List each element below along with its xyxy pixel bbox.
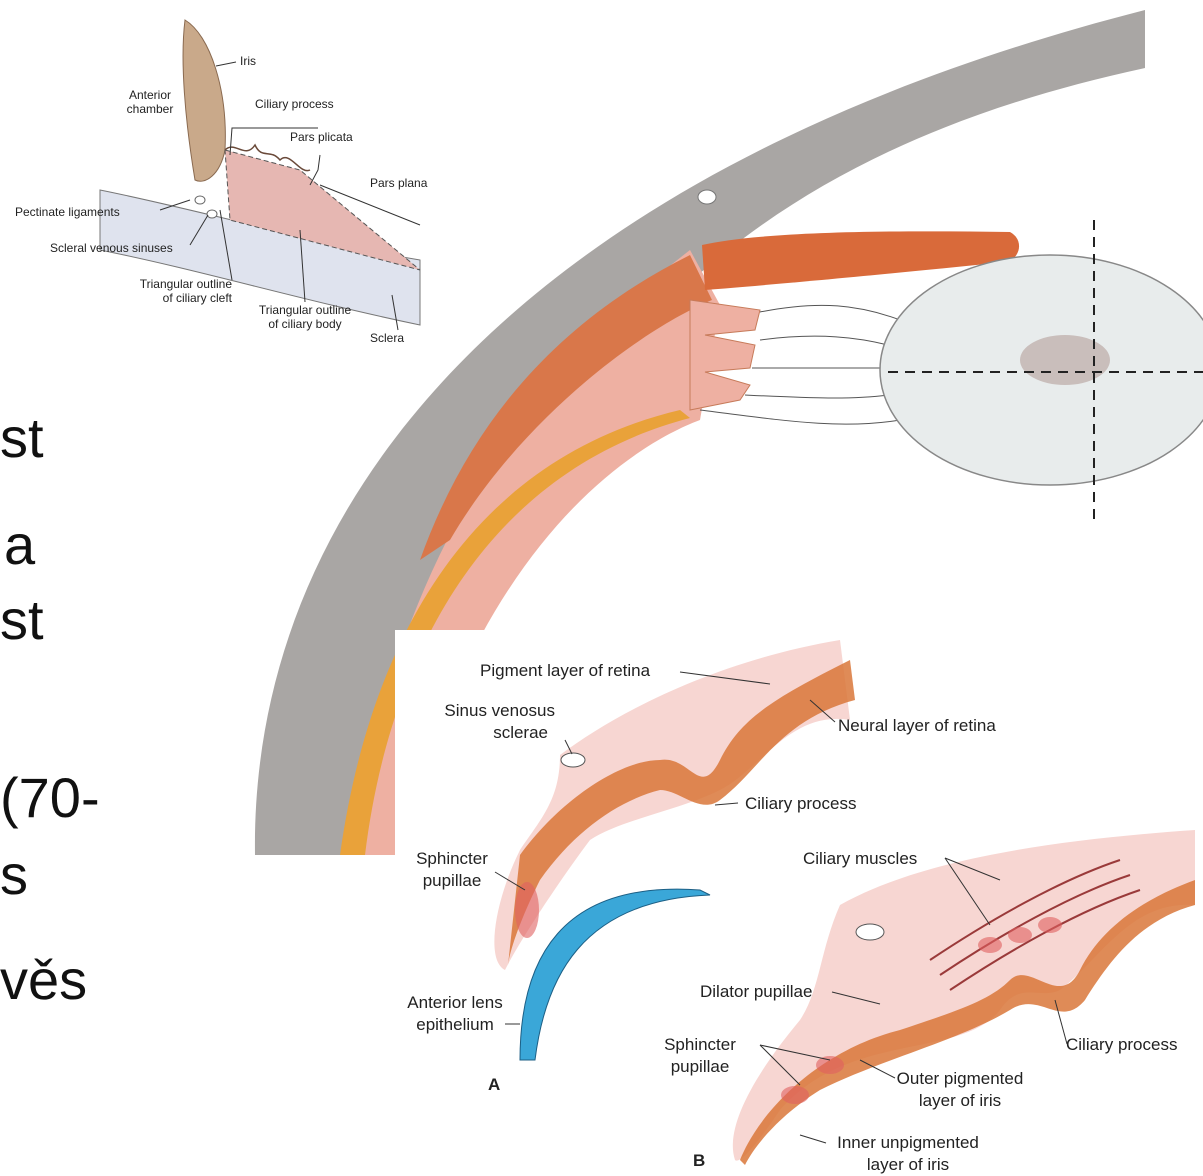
label-sclera: Sclera bbox=[370, 331, 404, 345]
label-outer-pigmented: Outer pigmented bbox=[897, 1069, 1024, 1088]
scleral-sinus bbox=[698, 190, 716, 204]
label-sphincter-a: Sphincter bbox=[416, 849, 488, 868]
label-pigment-layer: Pigment layer of retina bbox=[480, 661, 651, 680]
ciliary-processes bbox=[690, 300, 760, 410]
panel-label-a: A bbox=[488, 1075, 500, 1094]
label-ciliary-process-b: Ciliary process bbox=[1066, 1035, 1177, 1054]
inset-diagram-top: Iris Anterior chamber Ciliary process Pa… bbox=[15, 20, 428, 345]
label-sinus-venosus: Sinus venosus bbox=[444, 701, 555, 720]
label-anterior: Anterior bbox=[129, 88, 171, 102]
label-inner-unpigmented: Inner unpigmented bbox=[837, 1133, 979, 1152]
label-pars-plicata: Pars plicata bbox=[290, 130, 353, 144]
label-pars-plana: Pars plana bbox=[370, 176, 428, 190]
label-inner-iris: layer of iris bbox=[867, 1155, 949, 1174]
label-outer-iris: layer of iris bbox=[919, 1091, 1001, 1110]
label-scleral-venous-sinuses: Scleral venous sinuses bbox=[50, 241, 173, 255]
label-ciliary-muscles: Ciliary muscles bbox=[803, 849, 917, 868]
panel-a-sphincter bbox=[515, 882, 539, 938]
label-ciliary-cleft: of ciliary cleft bbox=[163, 291, 233, 305]
label-sphincter-b: Sphincter bbox=[664, 1035, 736, 1054]
panel-label-b: B bbox=[693, 1151, 705, 1170]
inset-iris bbox=[183, 20, 225, 181]
inset-diagram-bottom: Pigment layer of retina Sinus venosus sc… bbox=[395, 630, 1203, 1176]
panel-a-sinus bbox=[561, 753, 585, 767]
label-chamber: chamber bbox=[127, 102, 174, 116]
label-sclerae: sclerae bbox=[493, 723, 548, 742]
label-pupillae-b: pupillae bbox=[671, 1057, 730, 1076]
label-ciliary-process: Ciliary process bbox=[255, 97, 334, 111]
label-pectinate-ligaments: Pectinate ligaments bbox=[15, 205, 120, 219]
panel-b-sinus bbox=[856, 924, 884, 940]
lens-nucleus bbox=[1020, 335, 1110, 385]
label-pupillae-a: pupillae bbox=[423, 871, 482, 890]
label-neural-layer: Neural layer of retina bbox=[838, 716, 996, 735]
label-tri-outline-2: Triangular outline bbox=[259, 303, 352, 317]
label-tri-outline-1: Triangular outline bbox=[140, 277, 233, 291]
label-anterior-lens: Anterior lens bbox=[407, 993, 502, 1012]
label-dilator-pupillae: Dilator pupillae bbox=[700, 982, 812, 1001]
label-epithelium: epithelium bbox=[416, 1015, 494, 1034]
label-ciliary-body: of ciliary body bbox=[268, 317, 341, 331]
label-ciliary-process-a: Ciliary process bbox=[745, 794, 856, 813]
label-iris: Iris bbox=[240, 54, 256, 68]
